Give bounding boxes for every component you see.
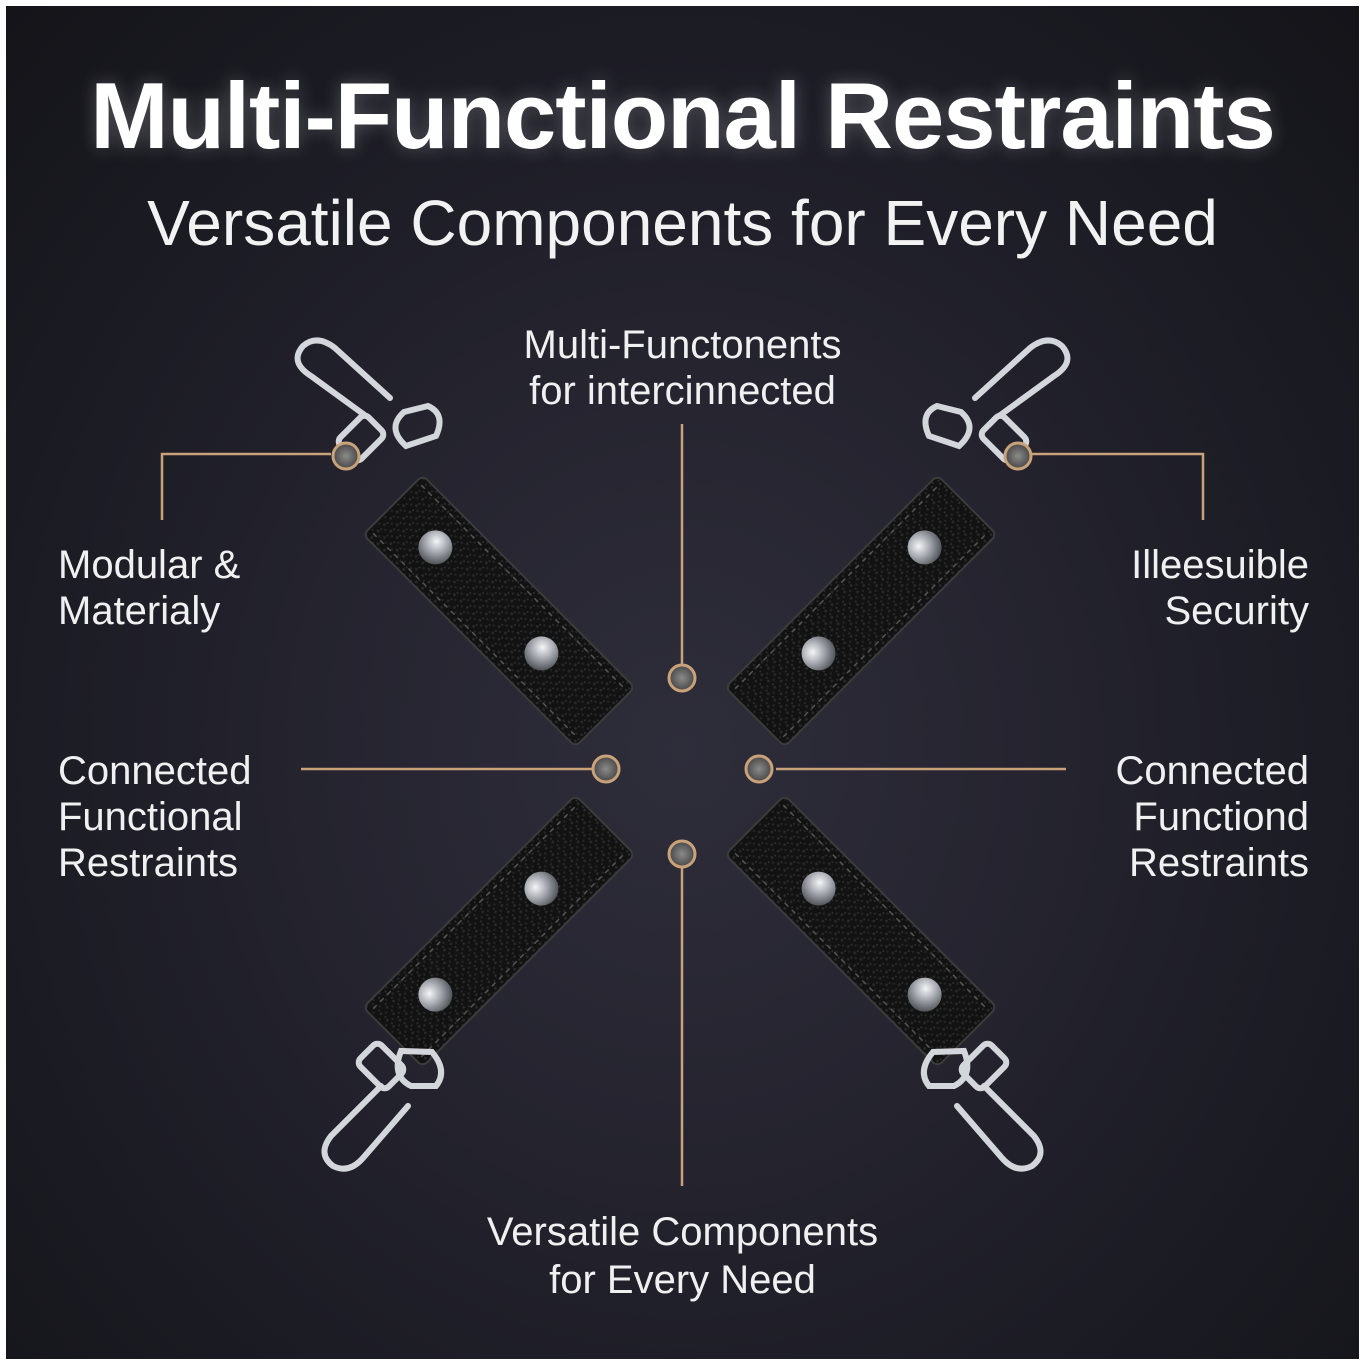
callout-label-center-top: Multi-Functonents for intercinnected: [6, 322, 1359, 414]
callout-line-text: Security: [1164, 589, 1310, 633]
callout-dot-right-mid: [744, 754, 774, 784]
clip-icon-bottom-right: [920, 1040, 1044, 1172]
callout-line-text: Functiond: [1133, 795, 1309, 839]
callout-line-text: Multi-Functonents: [523, 323, 842, 367]
callout-line-text: Connected: [58, 749, 252, 793]
callout-label-left-middle: Connected Functional Restraints: [58, 748, 251, 886]
clip-icon-bottom-left: [321, 1040, 445, 1172]
callout-line-text: Functional: [58, 795, 243, 839]
callout-line-text: Connected: [1115, 749, 1309, 793]
callout-dot-center-bottom: [667, 839, 697, 869]
callout-line-text: for Every Need: [549, 1258, 816, 1302]
callout-line-text: for intercinnected: [529, 369, 836, 413]
callout-dot-right-top: [1003, 441, 1033, 471]
strap-bottom-left: [364, 796, 634, 1066]
strap-top-right: [726, 476, 996, 746]
callout-dot-left-top: [331, 441, 361, 471]
callout-lines: [160, 424, 1205, 1186]
callout-line-left-top: [160, 452, 331, 520]
strap-top-left: [364, 476, 634, 746]
callout-label-bottom: Versatile Components for Every Need: [6, 1208, 1359, 1304]
page-subtitle: Versatile Components for Every Need: [147, 187, 1218, 259]
callout-label-right-middle: Connected Functiond Restraints: [1116, 748, 1309, 886]
callout-line-right-top: [1032, 452, 1205, 520]
callout-dots: [331, 441, 1033, 869]
callout-line-text: Materialy: [58, 589, 221, 633]
clip-icon-top-right: [922, 337, 1071, 464]
product-canvas: Multi-Functional Restraints Versatile Co…: [6, 6, 1359, 1359]
callout-label-left-top: Modular & Materialy: [58, 542, 240, 634]
strap-bottom-right: [726, 796, 996, 1066]
callout-line-text: Modular &: [58, 543, 241, 587]
callout-dot-center-top: [667, 663, 697, 693]
callout-line-text: Illeesuible: [1131, 543, 1309, 587]
callout-label-right-top: Illeesuible Security: [1131, 542, 1309, 634]
callout-line-text: Restraints: [1128, 841, 1309, 885]
restraint-illustration: [160, 337, 1205, 1186]
callout-line-text: Versatile Components: [486, 1210, 879, 1254]
callout-dot-left-mid: [591, 754, 621, 784]
page-title: Multi-Functional Restraints: [90, 63, 1276, 168]
callout-line-text: Restraints: [58, 841, 239, 885]
